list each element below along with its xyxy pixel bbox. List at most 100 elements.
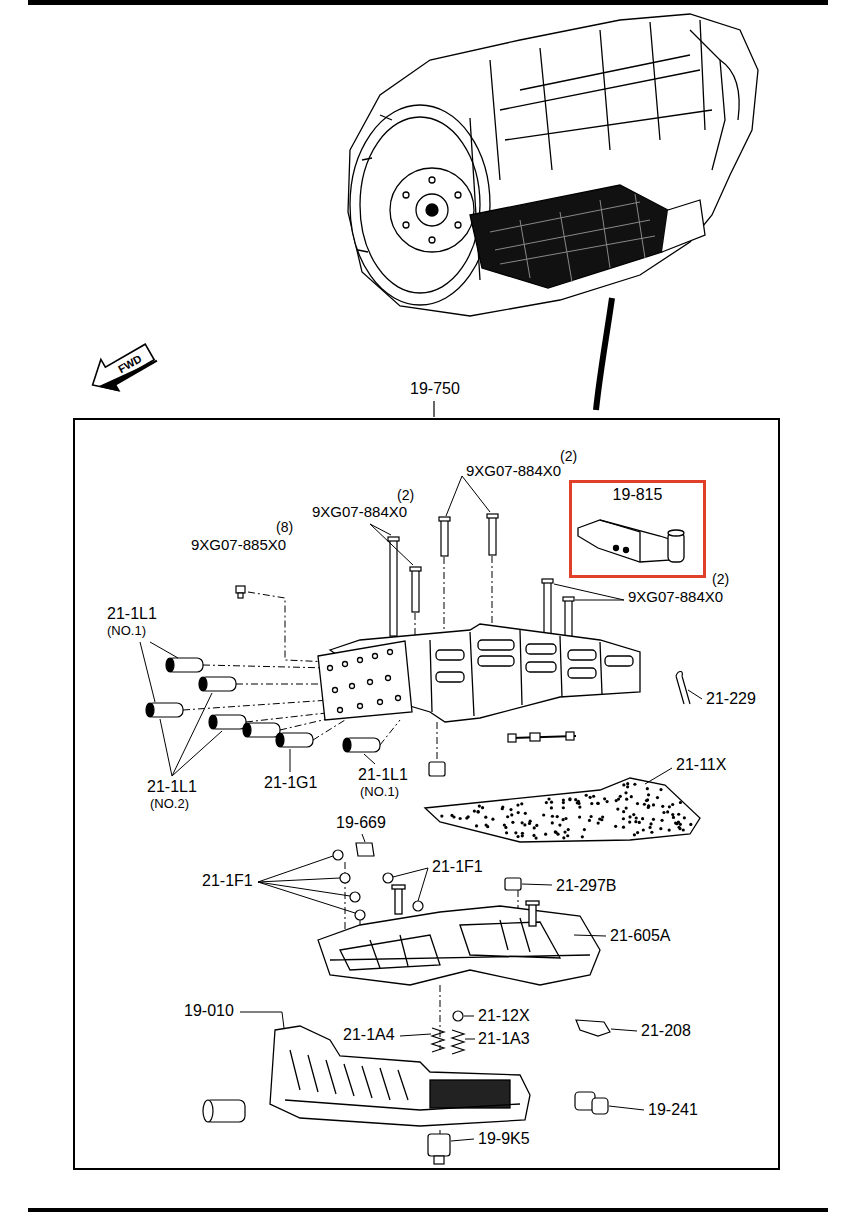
small-parts: [203, 672, 690, 1165]
plate-hole: [583, 828, 586, 831]
plate-hole: [589, 815, 592, 818]
plate-hole: [641, 817, 644, 820]
callout-number: 21-1L1: [107, 605, 157, 623]
plate-hole: [551, 815, 554, 818]
plate-hole: [649, 822, 652, 825]
plate-hole: [578, 805, 581, 808]
plate-hole: [625, 806, 628, 809]
plate-hole: [628, 821, 631, 824]
plate-hole: [628, 815, 631, 818]
plate-hole: [626, 785, 629, 788]
plate-hole: [440, 814, 443, 817]
callout-number: 9XG07-884X0: [466, 462, 561, 479]
quantity-note: (8): [276, 519, 293, 535]
plate-hole: [509, 808, 512, 811]
upper-valve-body: [318, 624, 640, 722]
plate-hole: [652, 803, 655, 806]
plate-hole: [561, 818, 564, 821]
plate-hole: [647, 804, 650, 807]
plate-hole: [532, 834, 535, 837]
plate-hole: [576, 801, 579, 804]
plate-hole: [625, 798, 628, 801]
plate-hole: [562, 836, 565, 839]
plate-hole: [677, 813, 680, 816]
quantity-note: (2): [560, 448, 577, 464]
plate-hole: [603, 797, 606, 800]
plate-hole: [592, 795, 595, 798]
part-number: 19-750: [410, 380, 460, 398]
callout-number: 19-669: [336, 814, 386, 832]
plate-hole: [478, 804, 481, 807]
callout-number: 19-241: [648, 1101, 698, 1119]
plate-hole: [659, 788, 662, 791]
callout-number: 9XG07-885X0: [191, 536, 286, 553]
plate-hole: [563, 830, 566, 833]
plate-hole: [662, 811, 665, 814]
plate-hole: [638, 821, 641, 824]
plate-hole: [452, 815, 455, 818]
plate-hole: [633, 833, 636, 836]
plate-hole: [616, 808, 619, 811]
callout-number: 21-1L1: [147, 778, 197, 796]
plate-hole: [550, 806, 553, 809]
plate-hole: [484, 823, 487, 826]
plate-hole: [506, 815, 509, 818]
highlight-box: 19-815: [569, 480, 706, 578]
callout-number: 21-12X: [478, 1007, 530, 1025]
plate-hole: [622, 810, 625, 813]
plate-hole: [589, 796, 592, 799]
plate-hole: [648, 826, 651, 829]
plate-hole: [626, 782, 629, 785]
callout-note: (NO.1): [107, 624, 146, 639]
callout-number: 21-1F1: [202, 872, 253, 890]
plate-hole: [636, 802, 639, 805]
plate-hole: [643, 803, 646, 806]
plate-hole: [562, 798, 565, 801]
plate-hole: [574, 798, 577, 801]
plate-hole: [476, 810, 479, 813]
callout-number: 19-9K5: [478, 1130, 530, 1148]
plate-hole: [475, 824, 478, 827]
plate-hole: [581, 835, 584, 838]
plate-hole: [630, 795, 633, 798]
plate-hole: [514, 831, 517, 834]
plate-hole: [564, 817, 567, 820]
callout-number: 21-208: [641, 1022, 691, 1040]
plate-hole: [491, 818, 494, 821]
plate-hole: [523, 823, 526, 826]
separator-plate: [425, 778, 700, 842]
callout-number: 21-1L1: [358, 766, 408, 784]
plate-hole: [660, 819, 663, 822]
plate-hole: [606, 800, 609, 803]
plate-hole: [634, 820, 637, 823]
quantity-note: (2): [397, 487, 414, 503]
plate-hole: [682, 828, 685, 831]
quantity-note: (2): [712, 571, 729, 587]
solenoid-set: [146, 658, 380, 752]
plate-hole: [659, 827, 662, 830]
plate-hole: [578, 816, 581, 819]
plate-hole: [558, 823, 561, 826]
plate-hole: [679, 823, 682, 826]
plate-hole: [619, 795, 622, 798]
plate-hole: [556, 833, 559, 836]
plate-hole: [551, 821, 554, 824]
plate-hole: [521, 821, 524, 824]
plate-hole: [520, 802, 523, 805]
plate-hole: [567, 828, 570, 831]
plate-hole: [614, 825, 617, 828]
plate-hole: [516, 835, 519, 838]
callout-number: 21-1A3: [478, 1030, 530, 1048]
plate-hole: [596, 802, 599, 805]
view-arrow: [596, 298, 612, 410]
plate-hole: [674, 821, 677, 824]
plate-hole: [556, 815, 559, 818]
leader-line: [433, 401, 434, 417]
callout-number: 9XG07-884X0: [312, 503, 407, 520]
bottom-rule: [28, 1208, 828, 1212]
plate-hole: [668, 828, 671, 831]
plate-hole: [632, 813, 635, 816]
plate-hole: [524, 812, 527, 815]
top-rule: [28, 0, 828, 5]
plate-hole: [652, 818, 655, 821]
